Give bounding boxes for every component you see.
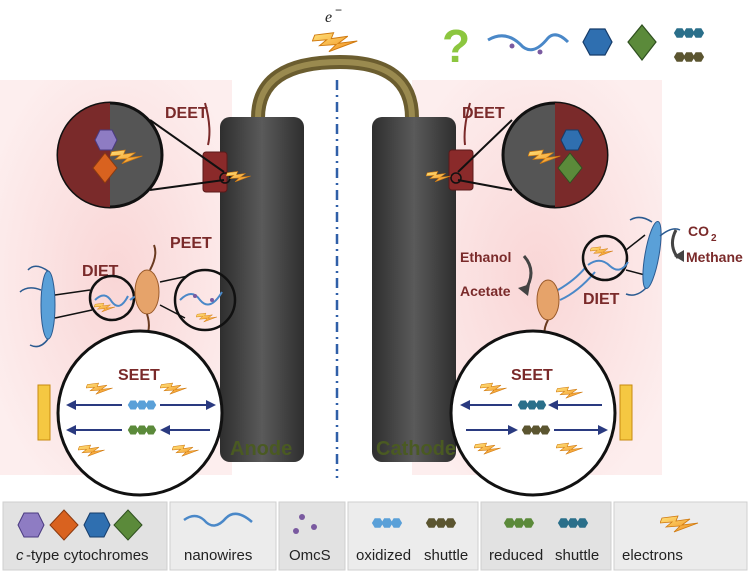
electron-symbol: e: [325, 9, 332, 26]
legend-reduced-icon: [503, 518, 535, 528]
deet-left-label: DEET: [165, 105, 208, 122]
legend-cytochromes-label: -type cytochromes: [26, 547, 149, 564]
legend-reduced-label: reduced: [489, 547, 543, 564]
acetate-label: Acetate: [460, 283, 511, 299]
peet-label: PEET: [170, 235, 212, 252]
anode-label: Anode: [230, 438, 292, 460]
seet-right-zoom: [449, 329, 617, 497]
legend-omcs-icon: [299, 514, 305, 520]
legend-omcs-label: OmcS: [289, 547, 331, 564]
legend-green-cytochrome-icon: [113, 509, 143, 541]
methane-label: Methane: [686, 249, 743, 265]
legend-nanowires-label: nanowires: [184, 547, 252, 564]
purple-cytochrome-icon: [94, 129, 118, 151]
legend-oxidized-panel: [347, 501, 479, 571]
legend-cytochromes-prefix: c: [16, 547, 24, 564]
legend-electrons-panel: [613, 501, 748, 571]
legend-blue-cytochrome-icon: [83, 512, 111, 538]
deet-right-label: DEET: [462, 105, 505, 122]
electron-superscript: −: [335, 3, 342, 17]
orange-cytochrome-icon: [92, 152, 118, 184]
legend-purple-cytochrome-icon: [17, 512, 45, 538]
legend-oxidized-shuttle-icon: [425, 518, 457, 528]
co2-label: CO: [688, 223, 709, 239]
peet-zoom: [173, 268, 237, 332]
anode-electrode: [220, 117, 304, 462]
nanowire-icon: [487, 33, 570, 52]
ethanol-label: Ethanol: [460, 249, 511, 265]
legend-electrons-label: electrons: [622, 547, 683, 564]
diet-right-label: DIET: [583, 291, 620, 308]
geobacter-cell: [134, 269, 160, 315]
legend-nanowire-icon: [183, 512, 253, 527]
legend-shuttle-1-label: shuttle: [424, 547, 468, 564]
green-cytochrome-icon: [627, 24, 657, 61]
oxidized-shuttle-icon: [673, 52, 705, 62]
right-shuttle-microbe: [619, 384, 633, 441]
cathode-electrode: [372, 117, 456, 462]
left-shuttle-microbe: [37, 384, 51, 441]
question-mark-icon: ?: [442, 20, 470, 72]
legend-shuttle-2-label: shuttle: [555, 547, 599, 564]
seet-left-label: SEET: [118, 367, 160, 384]
legend-oxidized-icon: [371, 518, 403, 528]
seet-left-zoom: [56, 329, 224, 497]
blue-cytochrome-icon: [582, 28, 613, 56]
legend-oxidized-label: oxidized: [356, 547, 411, 564]
diet-right-zoom: [581, 234, 629, 282]
cathode-label: Cathode: [376, 438, 456, 460]
legend-reduced-shuttle-icon: [557, 518, 589, 528]
legend-orange-cytochrome-icon: [49, 509, 79, 541]
legend-omcs-panel: [278, 501, 346, 571]
legend-reduced-panel: [480, 501, 612, 571]
legend-nanowires-panel: [169, 501, 277, 571]
top-lightning-icon: [312, 32, 358, 53]
co2-subscript: 2: [711, 233, 717, 244]
reduced-shuttle-icon: [673, 28, 705, 38]
diet-left-label: DIET: [82, 263, 119, 280]
cathode-geobacter: [536, 279, 560, 321]
seet-right-label: SEET: [511, 367, 553, 384]
left-microbe-rod: [40, 270, 56, 340]
